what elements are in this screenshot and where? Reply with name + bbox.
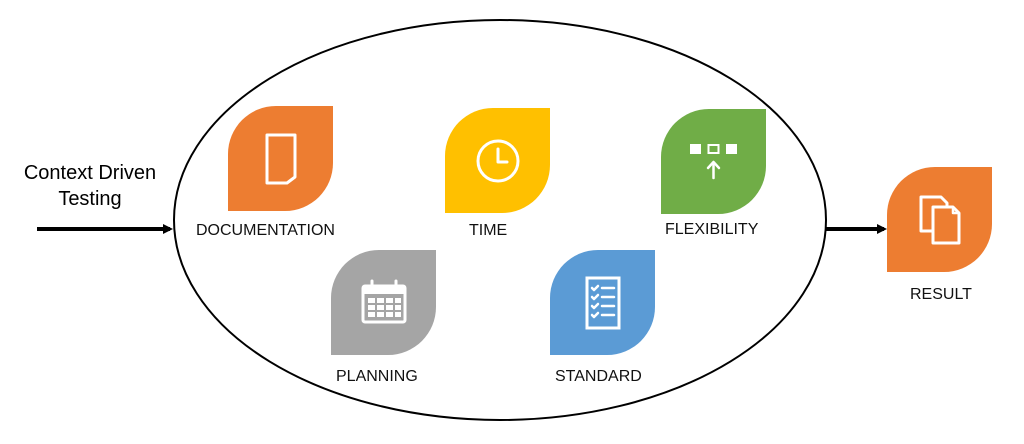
label-result: RESULT <box>910 286 972 303</box>
tile-documentation <box>228 106 333 211</box>
label-standard: STANDARD <box>555 368 642 385</box>
label-documentation: DOCUMENTATION <box>196 222 335 239</box>
label-time: TIME <box>469 222 508 239</box>
checklist-icon <box>585 276 620 329</box>
input-label-line-1: Context Driven <box>23 162 157 184</box>
tile-flexibility <box>661 109 766 214</box>
tile-time <box>445 108 550 213</box>
tile-standard <box>550 250 655 355</box>
flexibility-icon <box>689 143 737 179</box>
input-label-line-2: Testing <box>58 188 122 210</box>
calendar-icon <box>361 279 406 323</box>
tile-planning <box>331 250 436 355</box>
factors-ellipse <box>173 19 827 421</box>
tile-result <box>887 167 992 272</box>
label-planning: PLANNING <box>336 368 418 385</box>
label-flexibility: FLEXIBILITY <box>665 221 759 238</box>
clock-icon <box>476 139 519 182</box>
input-label: Context Driven Testing <box>0 160 180 212</box>
document-icon <box>265 133 296 184</box>
copy-documents-icon <box>919 195 960 244</box>
